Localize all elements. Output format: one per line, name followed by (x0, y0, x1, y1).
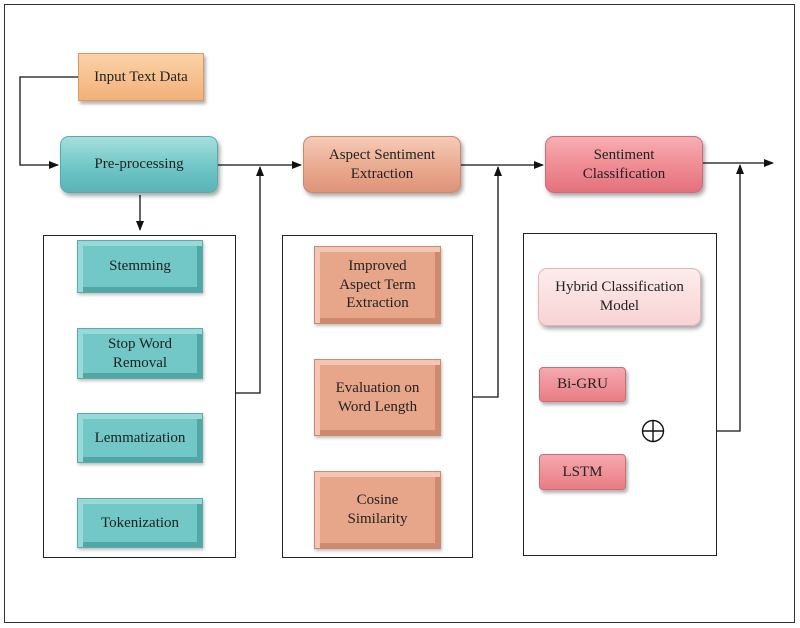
hybrid-classification-model-box: Hybrid Classification Model (538, 268, 701, 326)
improved-aspect-term-extraction-box: Improved Aspect Term Extraction (314, 246, 441, 324)
cosine-similarity-label: Cosine Similarity (347, 492, 408, 527)
arrow-input-to-preprocessing (19, 76, 78, 169)
tokenization-label: Tokenization (100, 514, 180, 531)
preprocessing-label: Pre-processing (94, 156, 184, 173)
stop-word-removal-label: Stop Word Removal (108, 335, 172, 371)
bi-gru-label: Bi-GRU (557, 376, 608, 393)
diagram-frame (4, 4, 795, 623)
stop-word-removal-box: Stop Word Removal (77, 328, 203, 379)
evaluation-on-word-length-box: Evaluation on Word Length (314, 359, 441, 436)
aspect-sentiment-extraction-label: Aspect Sentiment Extraction (328, 146, 436, 182)
arrow-extraction-group-return (473, 166, 502, 398)
bi-gru-box: Bi-GRU (539, 367, 626, 402)
preprocessing-box: Pre-processing (60, 136, 218, 193)
lstm-label: LSTM (562, 463, 603, 480)
input-text-data-box: Input Text Data (78, 53, 204, 101)
arrow-preprocess-group-return (236, 166, 264, 394)
stemming-box: Stemming (77, 240, 203, 293)
stemming-label: Stemming (109, 258, 171, 275)
evaluation-on-word-length-label: Evaluation on Word Length (335, 379, 420, 415)
input-text-data-label: Input Text Data (94, 68, 188, 85)
cosine-similarity-box: Cosine Similarity (314, 471, 441, 549)
sentiment-classification-box: Sentiment Classification (545, 136, 703, 193)
circle-plus-icon (641, 419, 665, 443)
lemmatization-box: Lemmatization (77, 413, 203, 463)
aspect-sentiment-extraction-box: Aspect Sentiment Extraction (303, 136, 461, 193)
lemmatization-label: Lemmatization (94, 429, 186, 446)
improved-aspect-term-extraction-label: Improved Aspect Term Extraction (339, 257, 416, 312)
hybrid-classification-model-label: Hybrid Classification Model (555, 279, 684, 314)
tokenization-box: Tokenization (77, 498, 203, 548)
lstm-box: LSTM (539, 454, 626, 490)
sentiment-classification-label: Sentiment Classification (582, 146, 666, 182)
